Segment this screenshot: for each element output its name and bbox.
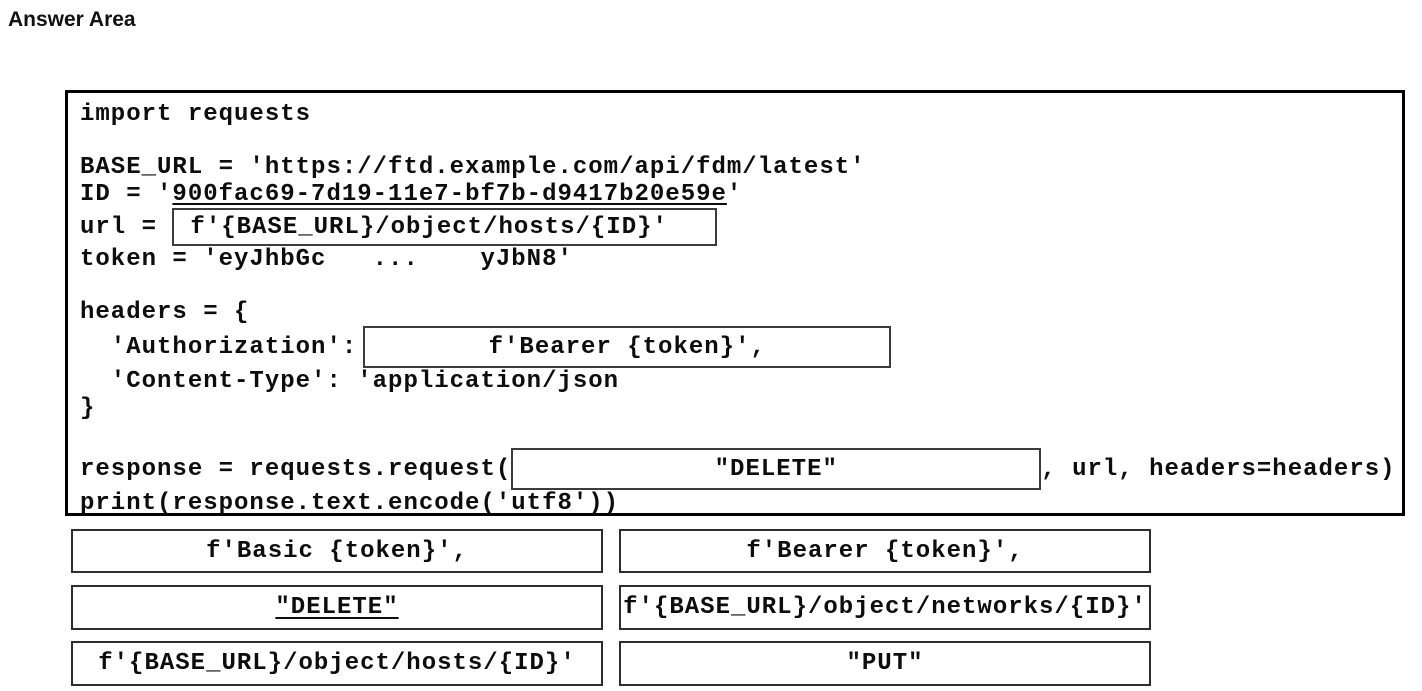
option-basic-token[interactable]: f'Basic {token}', (71, 529, 603, 573)
code-line-authorization: 'Authorization': f'Bearer {token}', (80, 326, 1402, 368)
code-line-blank (80, 128, 1402, 154)
code-text: } (80, 395, 96, 422)
authorization-slot-value: f'Bearer {token}', (488, 333, 766, 361)
code-line-base-url: BASE_URL = 'https://ftd.example.com/api/… (80, 154, 1402, 181)
code-panel: import requests BASE_URL = 'https://ftd.… (65, 90, 1405, 517)
code-text: ' (726, 181, 743, 208)
url-drop-slot[interactable]: f'{BASE_URL}/object/hosts/{ID}' (172, 208, 718, 246)
option-networks-url[interactable]: f'{BASE_URL}/object/networks/{ID}' (619, 585, 1151, 630)
url-slot-value: f'{BASE_URL}/object/hosts/{ID}' (190, 213, 668, 241)
option-label: f'Bearer {token}', (746, 537, 1024, 565)
code-text: url = (80, 213, 173, 241)
code-line-id: ID = '900fac69-7d19-11e7-bf7b-d9417b20e5… (80, 181, 1402, 208)
option-label: "DELETE" (275, 594, 399, 621)
option-delete[interactable]: "DELETE" (71, 585, 603, 630)
option-bearer-token[interactable]: f'Bearer {token}', (619, 529, 1151, 573)
page-title: Answer Area (8, 8, 136, 31)
code-line-url: url = f'{BASE_URL}/object/hosts/{ID}' (80, 208, 1402, 246)
code-line-blank (80, 273, 1402, 299)
code-line-close-brace: } (80, 395, 1402, 422)
code-line-token: token = 'eyJhbGc ... yJbN8' (80, 246, 1402, 273)
code-text: 'Content-Type': 'application/json (80, 368, 620, 395)
code-line-blank (80, 422, 1402, 448)
code-line-headers-open: headers = { (80, 299, 1402, 326)
option-put[interactable]: "PUT" (619, 641, 1151, 686)
authorization-drop-slot[interactable]: f'Bearer {token}', (363, 326, 892, 368)
code-text: print(response.text.encode('utf8')) (80, 490, 620, 517)
id-underlined-value: 900fac69-7d19-11e7-bf7b-d9417b20e59e (172, 181, 727, 208)
option-label: f'{BASE_URL}/object/networks/{ID}' (623, 594, 1147, 621)
code-line-content-type: 'Content-Type': 'application/json (80, 368, 1402, 395)
code-text: 'Authorization': (80, 333, 358, 361)
code-line-response: response = requests.request( "DELETE" , ur… (80, 448, 1402, 490)
code-text: token = 'eyJhbGc ... yJbN8' (80, 246, 573, 273)
option-label: f'Basic {token}', (206, 537, 468, 565)
option-label: f'{BASE_URL}/object/hosts/{ID}' (98, 650, 576, 677)
option-label: "PUT" (846, 650, 924, 677)
code-text: BASE_URL = 'https://ftd.example.com/api/… (80, 154, 866, 181)
code-text: response = requests.request( (80, 455, 512, 483)
code-text: ID = ' (80, 181, 173, 208)
code-text: import requests (80, 101, 312, 128)
code-line-import: import requests (80, 101, 1402, 128)
code-text: , url, headers=headers) (1041, 455, 1396, 483)
method-drop-slot[interactable]: "DELETE" (511, 448, 1042, 490)
option-hosts-url[interactable]: f'{BASE_URL}/object/hosts/{ID}' (71, 641, 603, 686)
method-slot-value: "DELETE" (714, 455, 838, 483)
code-line-print: print(response.text.encode('utf8')) (80, 490, 1402, 517)
code-text: headers = { (80, 299, 250, 326)
